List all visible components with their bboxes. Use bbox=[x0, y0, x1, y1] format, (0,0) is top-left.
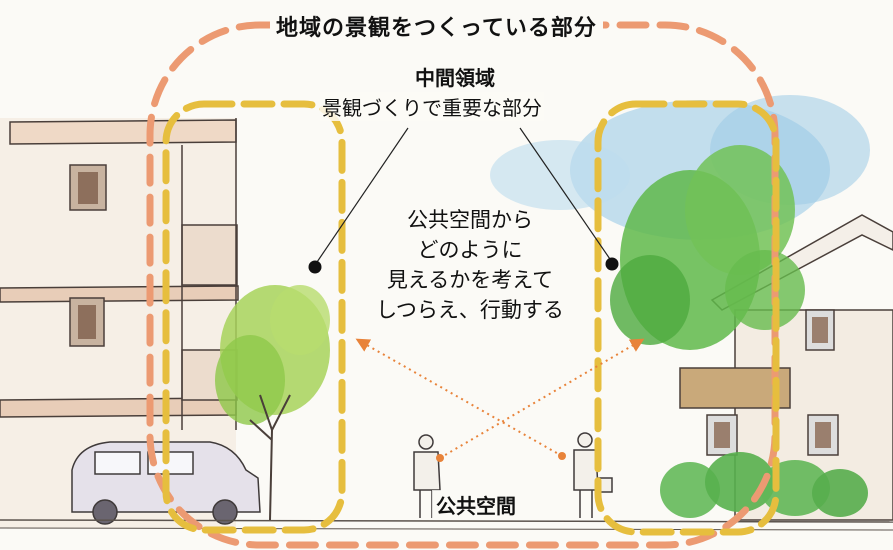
center-caption-line: 見えるかを考えて bbox=[386, 268, 554, 292]
center-caption-line: どのように bbox=[417, 238, 523, 262]
sight-origin-right bbox=[558, 452, 566, 460]
intermediate-zone-title: 中間領域 bbox=[415, 66, 495, 90]
public-space-label: 公共空間 bbox=[432, 490, 520, 519]
sight-arrow-to-left bbox=[355, 338, 563, 457]
center-caption-line: しつらえ、行動する bbox=[376, 298, 564, 322]
intermediate-zone-right bbox=[594, 100, 780, 536]
intermediate-zone-subtitle: 景観づくりで重要な部分 bbox=[320, 92, 544, 121]
leader-line-left bbox=[314, 127, 409, 266]
garden-tree-right bbox=[610, 145, 805, 350]
center-caption-line: 公共空間から bbox=[407, 208, 533, 232]
outer-boundary-label: 地域の景観をつくっている部分 bbox=[270, 10, 603, 42]
pedestrian-right bbox=[573, 432, 613, 518]
sight-origin-left bbox=[436, 454, 444, 462]
center-caption: 公共空間から どのように 見えるかを考えて しつらえ、行動する bbox=[345, 205, 595, 325]
leader-dot-left bbox=[308, 260, 322, 274]
sight-arrow-to-right bbox=[439, 338, 645, 459]
street-tree-left bbox=[215, 285, 330, 521]
apartment-building bbox=[0, 118, 239, 528]
leader-line-right bbox=[519, 127, 613, 263]
leader-dot-right bbox=[605, 257, 619, 271]
intermediate-zone-left bbox=[162, 100, 346, 534]
